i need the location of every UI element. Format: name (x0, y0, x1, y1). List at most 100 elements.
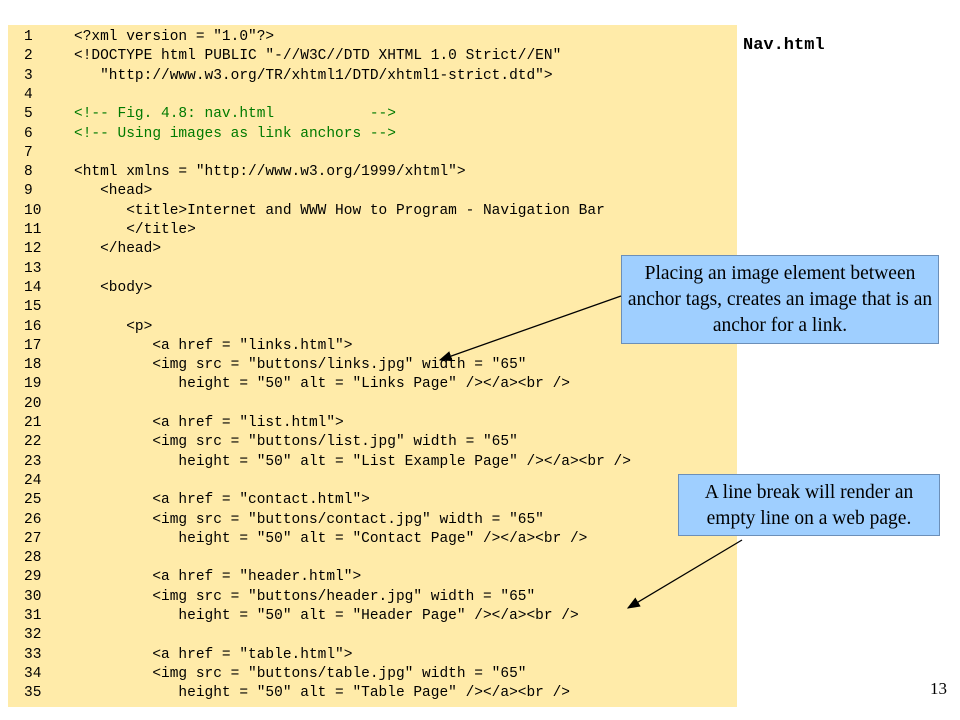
callout-arrow-1 (438, 295, 622, 362)
code-line: 12 </head> (8, 240, 737, 259)
line-number-text: 16 (24, 318, 42, 335)
code-text: </title> (74, 222, 196, 238)
line-number: 6 (8, 125, 48, 144)
line-number: 26 (8, 511, 48, 530)
line-number: 3 (8, 67, 48, 86)
code-line: 13 (8, 260, 737, 279)
line-number-text: 32 (24, 627, 42, 644)
line-number: 25 (8, 491, 48, 510)
code-line: 19 height = "50" alt = "Links Page" /></… (8, 375, 737, 394)
code-text: <title>Internet and WWW How to Program -… (74, 202, 605, 219)
line-number: 18 (8, 356, 48, 375)
code-comment: <!-- Fig. 4.8: nav.html --> (74, 106, 396, 123)
code-text: height = "50" alt = "Table Page" /></a><… (74, 685, 570, 702)
line-number: 31 (8, 607, 48, 626)
line-number: 13 (8, 260, 48, 279)
code-line: 23 height = "50" alt = "List Example Pag… (8, 453, 737, 472)
line-number: 5 (8, 105, 48, 124)
line-number-text: 4 (24, 86, 33, 103)
code-line: 18 <img src = "buttons/links.jpg" width … (8, 356, 737, 375)
line-number: 10 (8, 202, 48, 221)
line-number-text: 29 (24, 569, 42, 586)
line-number: 32 (8, 626, 48, 645)
code-text: <?xml version = "1.0"?> (74, 29, 275, 45)
line-number-text: 24 (24, 472, 42, 489)
callout-arrow-2 (626, 539, 743, 609)
code-text: <a href = "header.html"> (74, 569, 362, 586)
code-line: 8<html xmlns = "http://www.w3.org/1999/x… (8, 163, 737, 182)
code-line: 35 height = "50" alt = "Table Page" /></… (8, 684, 737, 703)
code-line: 9 <head> (8, 182, 737, 201)
code-line: 4 (8, 86, 737, 105)
code-text: </head> (74, 241, 162, 258)
code-line: 2 <!DOCTYPE html PUBLIC "-//W3C//DTD XHTM… (8, 47, 737, 66)
line-number-text: 14 (24, 279, 42, 296)
line-number: 22 (8, 433, 48, 452)
code-text: <a href = "links.html"> (74, 337, 353, 354)
line-number-text: 15 (24, 299, 42, 316)
line-number: 23 (8, 453, 48, 472)
code-line: 31 height = "50" alt = "Header Page" /><… (8, 607, 737, 626)
line-number-text: 1 (24, 29, 33, 45)
line-number: 19 (8, 375, 48, 394)
line-number-text: 26 (24, 511, 42, 528)
code-text: <body> (74, 279, 153, 296)
line-number-text: 9 (24, 183, 33, 200)
line-number-text: 5 (24, 106, 33, 123)
line-number-text: 12 (24, 241, 42, 258)
line-number: 34 (8, 665, 48, 684)
line-number-text: 17 (24, 337, 42, 354)
line-number: 11 (8, 221, 48, 240)
code-line: 3 "http://www.w3.org/TR/xhtml1/DTD/xhtml… (8, 67, 737, 86)
line-number-text: 3 (24, 67, 33, 84)
line-number: 2 (8, 47, 48, 66)
code-text: <a href = "table.html"> (74, 646, 353, 663)
code-text: height = "50" alt = "Contact Page" /></a… (74, 530, 588, 547)
code-line: 33 <a href = "table.html"> (8, 646, 737, 665)
code-line: 10 <title>Internet and WWW How to Progra… (8, 202, 737, 221)
code-line: 5 <!-- Fig. 4.8: nav.html --> (8, 105, 737, 124)
code-line: 32 (8, 626, 737, 645)
line-number-text: 35 (24, 685, 42, 702)
code-line: 34 <img src = "buttons/table.jpg" width … (8, 665, 737, 684)
line-number: 4 (8, 86, 48, 105)
code-text: <img src = "buttons/links.jpg" width = "… (74, 357, 527, 374)
code-text: <!DOCTYPE html PUBLIC "-//W3C//DTD XHTML… (74, 48, 562, 65)
code-text: <a href = "contact.html"> (74, 492, 370, 509)
line-number-text: 25 (24, 492, 42, 509)
line-number: 28 (8, 549, 48, 568)
code-text: <head> (74, 183, 153, 200)
line-number: 21 (8, 414, 48, 433)
line-number-text: 11 (24, 222, 42, 238)
line-number-text: 18 (24, 357, 42, 374)
callout-line-break: A line break will render an empty line o… (678, 474, 940, 536)
line-number: 16 (8, 318, 48, 337)
line-number: 27 (8, 530, 48, 549)
line-number: 17 (8, 337, 48, 356)
line-number: 1 (8, 28, 48, 47)
code-line: 17 <a href = "links.html"> (8, 337, 737, 356)
code-listing: 1 <?xml version = "1.0"?> 2 <!DOCTYPE html … (8, 25, 737, 707)
line-number-text: 7 (24, 144, 33, 161)
code-text: "http://www.w3.org/TR/xhtml1/DTD/xhtml1-… (74, 67, 553, 84)
code-text: <img src = "buttons/contact.jpg" width =… (74, 511, 544, 528)
line-number-text: 21 (24, 415, 42, 431)
line-number-text: 31 (24, 608, 42, 624)
code-line: 7 (8, 144, 737, 163)
code-line: 24 (8, 472, 737, 491)
page-number: 13 (930, 679, 947, 698)
line-number: 15 (8, 298, 48, 317)
line-number-text: 30 (24, 588, 42, 605)
callout-image-anchor: Placing an image element between anchor … (621, 255, 939, 344)
code-text: <img src = "buttons/header.jpg" width = … (74, 588, 536, 605)
line-number: 30 (8, 588, 48, 607)
code-line: 27 height = "50" alt = "Contact Page" />… (8, 530, 737, 549)
line-number: 8 (8, 163, 48, 182)
line-number-text: 23 (24, 453, 42, 470)
code-text: height = "50" alt = "List Example Page" … (74, 453, 631, 470)
code-line: 20 (8, 395, 737, 414)
code-line: 28 (8, 549, 737, 568)
code-line: 26 <img src = "buttons/contact.jpg" widt… (8, 511, 737, 530)
line-number: 9 (8, 182, 48, 201)
line-number: 35 (8, 684, 48, 703)
